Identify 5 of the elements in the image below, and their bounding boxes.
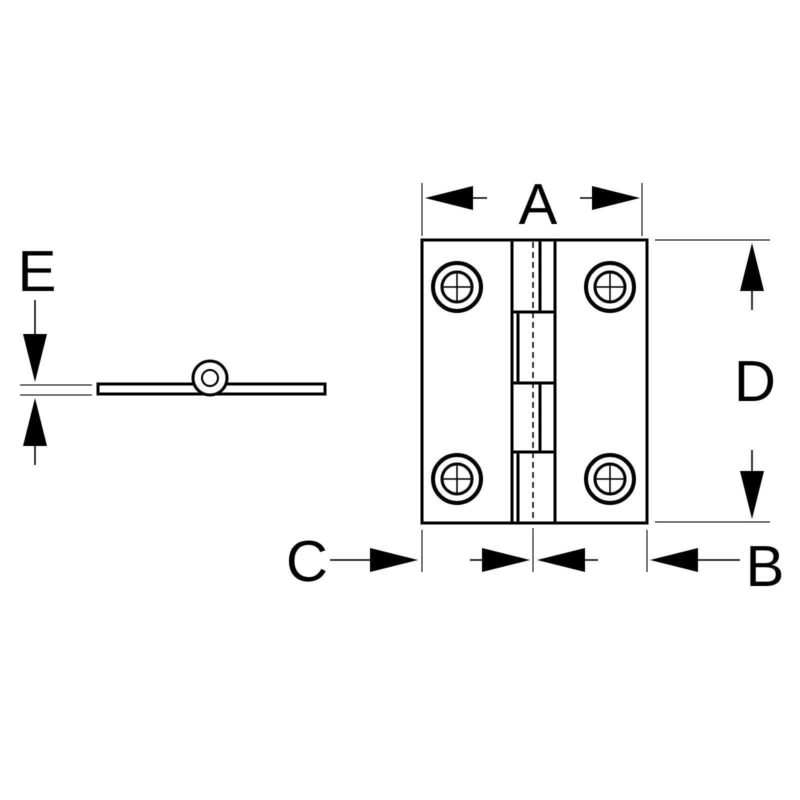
dimension-letter: E [18,243,56,301]
dimension-letter: B [746,538,784,596]
dimension-letter: D [734,353,776,411]
dimension-letter: A [518,176,558,234]
dimension-letter: C [286,533,328,591]
